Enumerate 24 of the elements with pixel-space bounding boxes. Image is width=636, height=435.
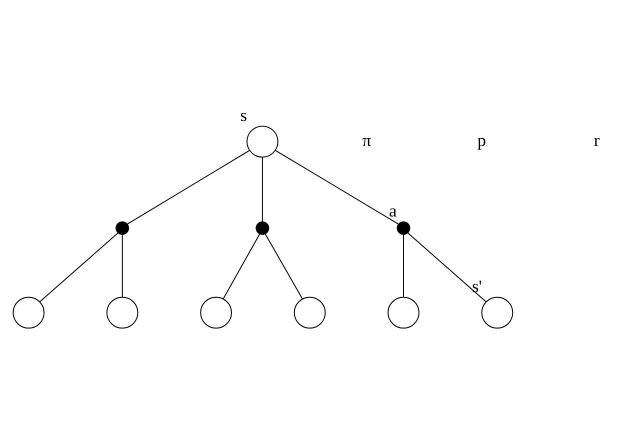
node-circle bbox=[200, 296, 232, 329]
connector bbox=[407, 232, 486, 302]
node-circle bbox=[256, 221, 270, 235]
connector bbox=[222, 234, 260, 300]
node-circle bbox=[388, 296, 420, 329]
node-circle bbox=[246, 126, 278, 158]
node-circle bbox=[481, 296, 514, 329]
node-circle bbox=[12, 296, 45, 329]
connector bbox=[264, 234, 303, 300]
node-label: a bbox=[389, 201, 397, 220]
node-circle bbox=[396, 221, 410, 235]
label: π bbox=[362, 130, 372, 150]
connector bbox=[262, 156, 263, 222]
node-circle bbox=[294, 296, 326, 329]
node-label: s bbox=[240, 106, 247, 125]
connector bbox=[40, 232, 119, 302]
connector bbox=[126, 150, 250, 225]
node-circle bbox=[116, 221, 130, 235]
connector bbox=[122, 234, 123, 298]
label: r bbox=[594, 130, 600, 150]
node-circle bbox=[106, 296, 138, 329]
connector bbox=[403, 234, 404, 298]
label: p bbox=[477, 130, 486, 150]
connector bbox=[274, 150, 399, 225]
